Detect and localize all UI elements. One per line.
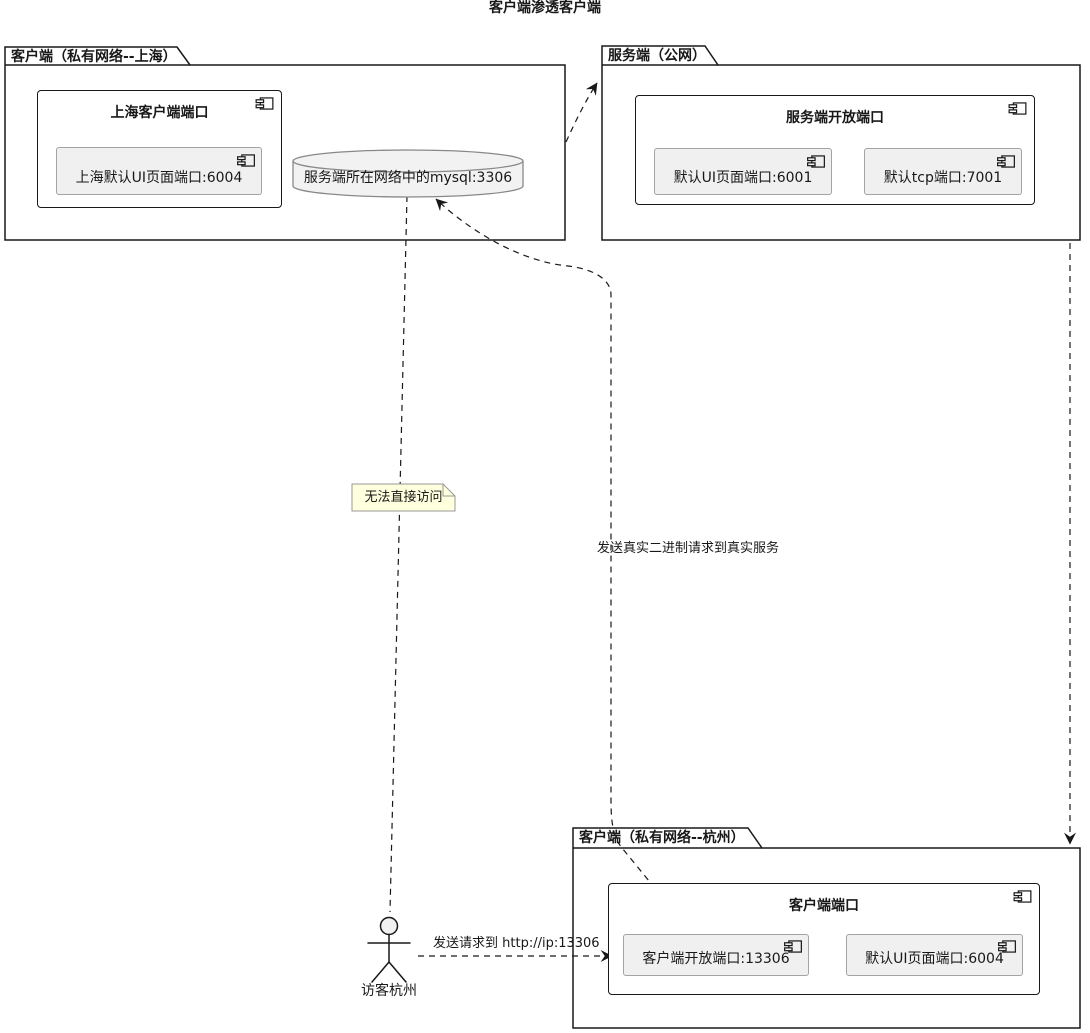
port-label: 客户端开放端口:13306 <box>642 951 790 967</box>
component-icon <box>998 940 1016 953</box>
note-shape <box>351 483 456 512</box>
port-shanghai-ui: 上海默认UI页面端口:6004 <box>56 147 262 195</box>
edge-shanghai-to-server <box>565 82 598 143</box>
actor-label: 访客杭州 <box>361 983 417 999</box>
database-label: 服务端所在网络中的mysql:3306 <box>303 170 513 186</box>
port-server-tcp: 默认tcp端口:7001 <box>864 148 1022 195</box>
port-label: 默认UI页面端口:6001 <box>673 170 813 186</box>
actor-figure <box>367 916 411 983</box>
page-title: 客户端渗透客户端 <box>489 0 601 16</box>
note-text: 无法直接访问 <box>364 490 443 505</box>
package-hangzhou-label: 客户端（私有网络--杭州） <box>579 830 745 846</box>
component-title: 客户端端口 <box>789 898 859 914</box>
port-label: 上海默认UI页面端口:6004 <box>75 170 243 186</box>
edge-binary-request <box>435 198 691 932</box>
component-icon <box>1013 890 1032 903</box>
port-label: 默认UI页面端口:6004 <box>865 951 1004 967</box>
edge-label-binary-request: 发送真实二进制请求到真实服务 <box>597 541 780 556</box>
edge-label-http-request: 发送请求到 http://ip:13306 <box>433 936 600 951</box>
component-shanghai-ports: 上海客户端端口 上海默认UI页面端口:6004 <box>37 90 282 208</box>
port-label: 默认tcp端口:7001 <box>883 170 1003 186</box>
component-title: 上海客户端端口 <box>110 105 209 121</box>
component-icon <box>997 155 1015 168</box>
component-hangzhou-ports: 客户端端口 客户端开放端口:13306 默认UI页面端口:6004 <box>608 883 1040 995</box>
component-title: 服务端开放端口 <box>786 110 884 126</box>
component-icon <box>255 97 274 110</box>
component-icon <box>784 940 802 953</box>
component-server-ports: 服务端开放端口 默认UI页面端口:6001 默认tcp端口:7001 <box>635 95 1035 205</box>
package-server-label: 服务端（公网） <box>608 48 706 64</box>
component-icon <box>1008 102 1027 115</box>
edge-actor-to-mysql <box>389 195 408 913</box>
port-hangzhou-open: 客户端开放端口:13306 <box>623 934 809 976</box>
port-hangzhou-ui: 默认UI页面端口:6004 <box>846 934 1023 976</box>
port-server-ui: 默认UI页面端口:6001 <box>654 148 832 195</box>
database-mysql-shape <box>292 149 524 198</box>
component-icon <box>807 155 825 168</box>
component-icon <box>237 154 255 167</box>
package-shanghai-label: 客户端（私有网络--上海） <box>11 49 177 65</box>
